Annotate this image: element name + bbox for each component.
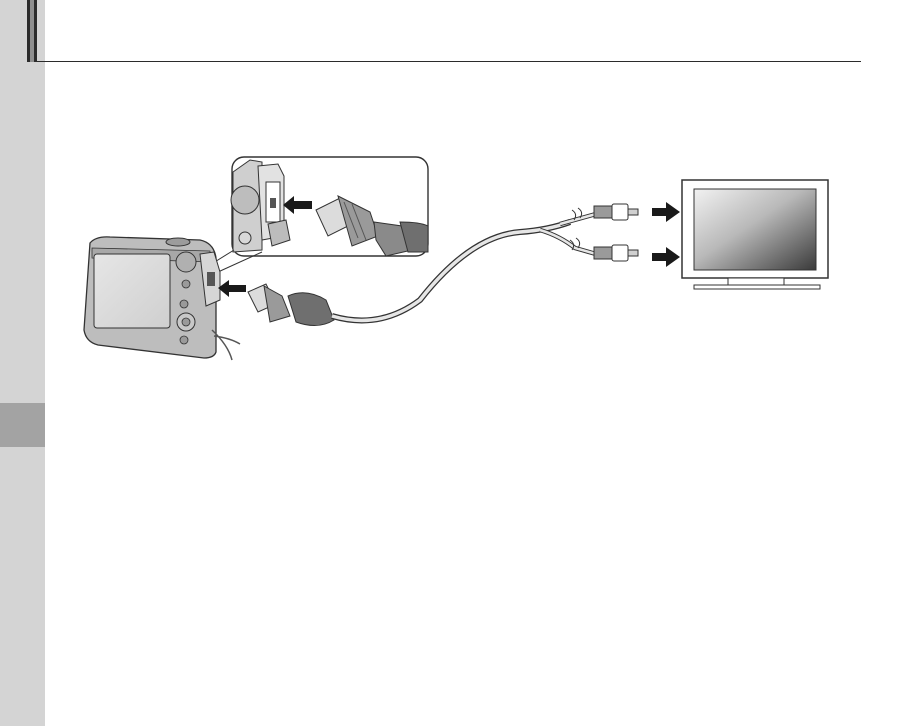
television (682, 180, 828, 289)
connector-detail-callout (231, 157, 428, 256)
arrow-icon (652, 202, 680, 222)
av-plugs (594, 204, 638, 261)
camera (84, 237, 240, 360)
arrow-icon (218, 280, 246, 297)
arrow-icon (652, 247, 680, 267)
